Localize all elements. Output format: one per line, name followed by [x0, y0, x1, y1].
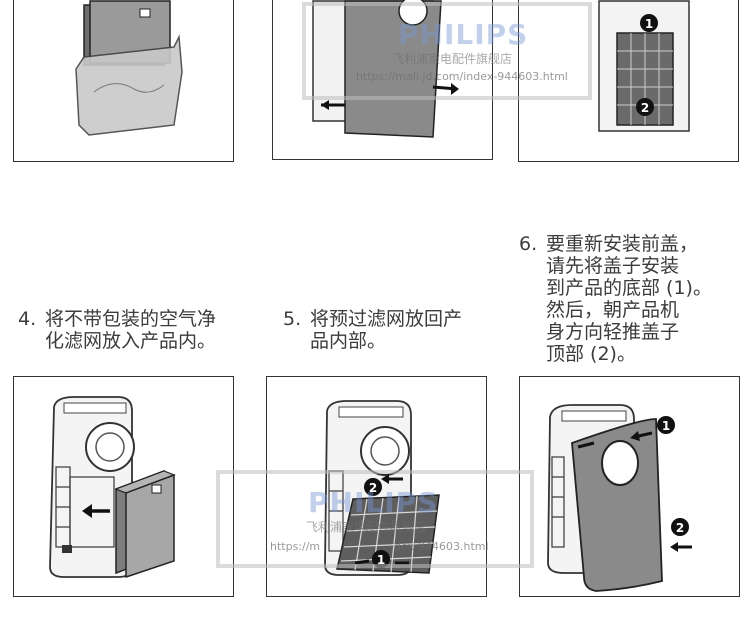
watermark-brand: PHILIPS — [398, 18, 529, 51]
step-text: 将不带包装的空气净 化滤网放入产品内。 — [45, 308, 217, 352]
prefilter-removal-illustration: 1 2 — [598, 0, 690, 132]
marker-1: 1 — [645, 17, 653, 31]
step-number: 4. — [18, 308, 37, 330]
step-6-instruction: 6. 要重新安装前盖， 请先将盖子安装 到产品的底部 (1)。 然后，朝产品机 … — [519, 233, 747, 368]
step-text: 要重新安装前盖， 请先将盖子安装 到产品的底部 (1)。 然后，朝产品机 身方向… — [546, 233, 712, 365]
filter-pouch-illustration — [75, 0, 183, 136]
watermark-store: 飞利浦家电配件旗舰店 — [306, 520, 427, 534]
marker-2: 2 — [676, 521, 684, 535]
watermark-bottom: PHILIPS 飞利浦家电配件旗舰店 https://m dex-944603.… — [216, 470, 534, 568]
reattach-cover-illustration: 1 2 — [547, 404, 692, 592]
panel-step-1 — [13, 0, 234, 162]
watermark-url-end: dex-944603.html — [394, 540, 489, 553]
watermark-brand: PHILIPS — [308, 486, 439, 519]
watermark-store: 飞利浦家电配件旗舰店 — [392, 52, 513, 66]
marker-2: 2 — [641, 101, 649, 115]
panel-step-6: 1 2 — [519, 376, 740, 597]
watermark-url: https://mall.jd.com/index-944603.html — [356, 70, 568, 83]
step-4-instruction: 4. 将不带包装的空气净 化滤网放入产品内。 — [18, 308, 258, 358]
panel-step-2 — [272, 0, 493, 160]
marker-1: 1 — [377, 553, 385, 567]
insert-prefilter-illustration: 2 1 — [324, 400, 440, 576]
insert-filter-illustration — [49, 396, 176, 579]
step-5-instruction: 5. 将预过滤网放回产 品内部。 — [283, 308, 503, 358]
step-number: 6. — [519, 233, 538, 255]
panel-step-4 — [13, 376, 234, 597]
watermark-top: PHILIPS 飞利浦家电配件旗舰店 https://mall.jd.com/i… — [302, 2, 592, 100]
marker-1: 1 — [662, 419, 670, 433]
panel-step-5: 2 1 — [266, 376, 487, 597]
step-text: 将预过滤网放回产 品内部。 — [310, 308, 463, 352]
marker-2: 2 — [369, 481, 377, 495]
watermark-url-start: https://m — [270, 540, 321, 553]
step-number: 5. — [283, 308, 302, 330]
front-cover-removal-illustration — [312, 0, 459, 138]
panel-step-3: 1 2 — [518, 0, 739, 162]
